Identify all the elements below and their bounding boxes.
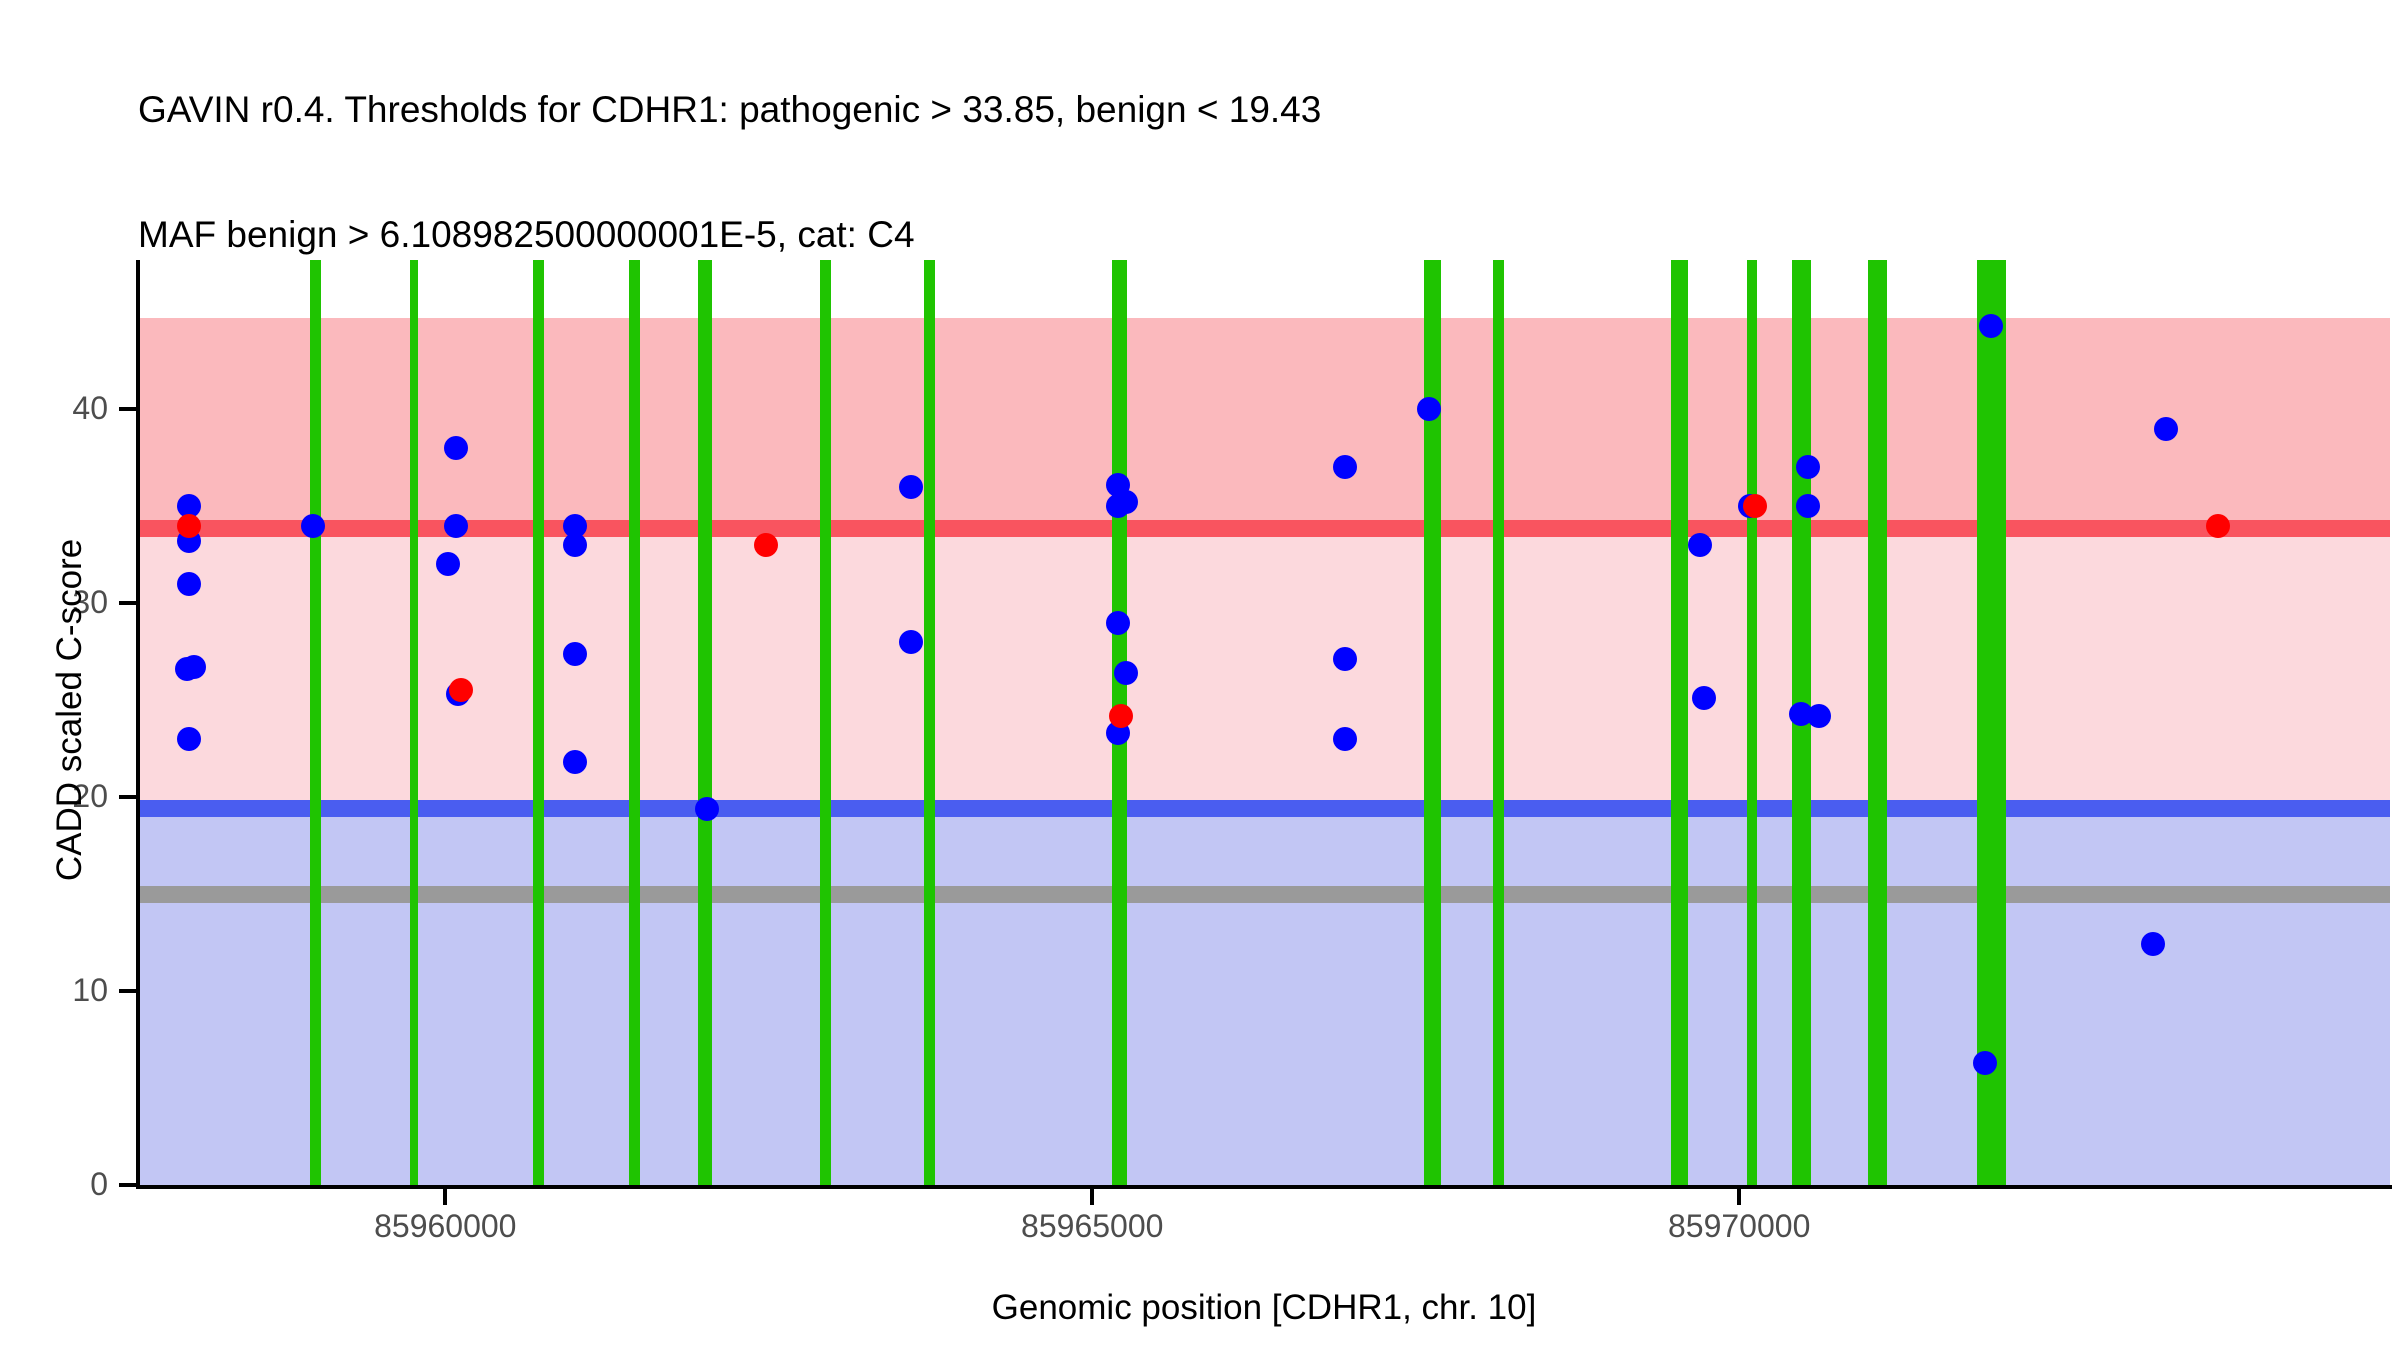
title-line-1: GAVIN r0.4. Thresholds for CDHR1: pathog…: [138, 89, 1322, 130]
gnomad-variant-point: [443, 513, 468, 538]
exon-bar: [923, 260, 935, 1185]
gnomad-variant-point: [1795, 494, 1820, 519]
exon-bar: [310, 260, 322, 1185]
gnomad-variant-point: [1106, 610, 1131, 635]
gnomad-variant-point: [2154, 416, 2179, 441]
exon-bar: [1671, 260, 1689, 1185]
gnomad-variant-point: [899, 474, 924, 499]
threshold-line-benign: [138, 799, 2390, 817]
y-axis-line: [136, 260, 140, 1187]
gnomad-variant-point: [435, 552, 460, 577]
exon-bar: [410, 260, 419, 1185]
clinvar-pathogenic-point: [1108, 703, 1133, 728]
gnomad-variant-point: [301, 513, 326, 538]
gnomad-variant-point: [1692, 686, 1717, 711]
exon-bar: [1976, 260, 2007, 1185]
gnomad-variant-point: [2141, 932, 2166, 957]
y-axis-tick: [119, 601, 136, 606]
y-axis-tick: [119, 989, 136, 994]
x-axis-tick: [443, 1189, 448, 1205]
threshold-line-fallback: [138, 885, 2390, 903]
gnomad-variant-point: [1795, 455, 1820, 480]
exon-bar: [1746, 260, 1758, 1185]
y-axis-label: CADD scaled C-score: [50, 538, 89, 882]
band-pathogenic: [138, 318, 2390, 520]
gnomad-variant-point: [1332, 726, 1357, 751]
x-axis-tick-label: 85960000: [374, 1208, 517, 1244]
gnomad-variant-point: [177, 726, 202, 751]
y-axis-tick-label: 20: [72, 778, 108, 815]
y-axis-tick-label: 0: [90, 1166, 108, 1202]
exon-bar: [1424, 260, 1441, 1185]
y-axis-tick: [119, 1183, 136, 1187]
x-axis-tick: [1090, 1189, 1095, 1205]
exon-bar: [628, 260, 640, 1185]
y-axis-tick-label: 40: [72, 390, 108, 427]
clinvar-pathogenic-point: [448, 678, 473, 703]
plot-panel: [138, 260, 2390, 1185]
y-axis-tick: [119, 795, 136, 800]
exon-bar: [820, 260, 832, 1185]
exon-bar: [1493, 260, 1504, 1185]
gnomad-variant-point: [443, 435, 468, 460]
exon-bar: [1867, 260, 1888, 1185]
gnomad-variant-point: [177, 571, 202, 596]
gnomad-variant-point: [562, 641, 587, 666]
x-axis-line: [136, 1185, 2392, 1189]
exon-bar: [532, 260, 544, 1185]
clinvar-pathogenic-point: [754, 532, 779, 557]
gnomad-variant-point: [1688, 532, 1713, 557]
gnomad-variant-point: [1332, 647, 1357, 672]
band-vus: [138, 519, 2390, 800]
gnomad-variant-point: [694, 796, 719, 821]
plot-data-area: [138, 260, 2390, 1185]
gnomad-variant-point: [1332, 455, 1357, 480]
x-axis-tick: [1737, 1189, 1742, 1205]
clinvar-pathogenic-point: [1742, 494, 1767, 519]
y-axis-tick-label: 30: [72, 584, 108, 621]
band-benign: [138, 799, 2390, 1185]
gnomad-variant-point: [899, 629, 924, 654]
exon-bar: [698, 260, 713, 1185]
y-axis-tick: [119, 407, 136, 412]
title-line-2: MAF benign > 6.108982500000001E-5, cat: …: [138, 213, 915, 255]
x-axis-tick-label: 85970000: [1667, 1208, 1811, 1244]
threshold-line-pathogenic: [138, 519, 2390, 537]
y-axis-tick-label: 10: [72, 972, 108, 1009]
x-axis-label: Genomic position [CDHR1, chr. 10]: [991, 1288, 1537, 1327]
gnomad-variant-point: [1979, 313, 2004, 338]
x-axis-tick-label: 85965000: [1021, 1208, 1164, 1244]
gnomad-variant-point: [562, 532, 587, 557]
gnomad-variant-point: [1106, 494, 1131, 519]
gnomad-variant-point: [1807, 703, 1832, 728]
clinvar-pathogenic-point: [2205, 513, 2230, 538]
clinvar-pathogenic-point: [177, 513, 202, 538]
gnomad-variant-point: [182, 655, 207, 680]
gnomad-variant-point: [562, 750, 587, 775]
gnomad-variant-point: [1973, 1050, 1997, 1075]
gnomad-variant-point: [1113, 660, 1138, 685]
gnomad-variant-point: [1416, 397, 1441, 422]
